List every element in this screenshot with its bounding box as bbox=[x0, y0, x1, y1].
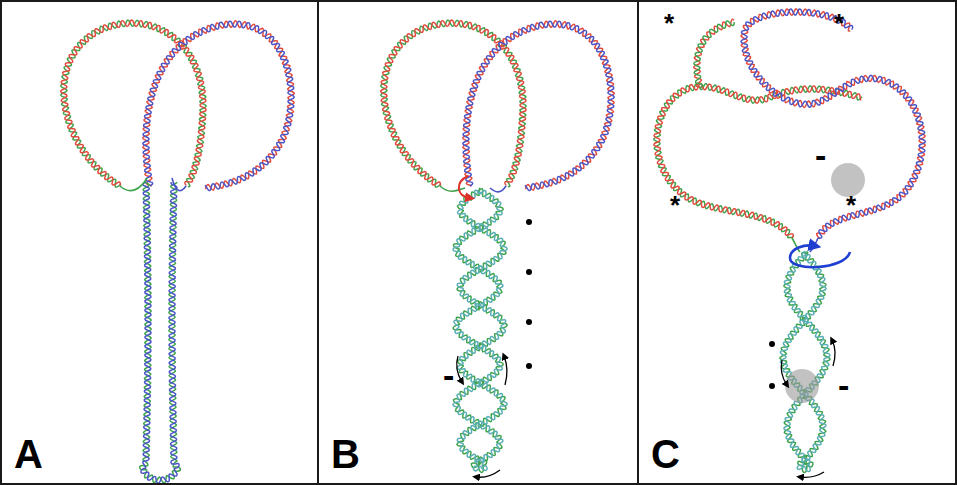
panel-frame: B bbox=[317, 0, 639, 485]
supercoil-sign: - bbox=[838, 368, 849, 402]
dna-strand bbox=[143, 21, 294, 190]
dna-strand bbox=[453, 188, 507, 473]
break-asterisk: * bbox=[846, 192, 856, 218]
panel-frame: C bbox=[637, 0, 957, 485]
dna-strand bbox=[780, 251, 829, 471]
panel-letter: B bbox=[331, 432, 360, 477]
dna-strand bbox=[741, 9, 925, 238]
supercoil-sign: - bbox=[443, 358, 454, 392]
dna-strand bbox=[780, 252, 830, 473]
panel-frame: A bbox=[0, 0, 319, 485]
dna-strand bbox=[654, 84, 861, 238]
dna-strand bbox=[463, 21, 614, 190]
dna-strand bbox=[741, 9, 925, 239]
dna-strand bbox=[143, 21, 294, 190]
panel-letter: A bbox=[14, 432, 43, 477]
dna-strand bbox=[453, 190, 507, 471]
panel-letter: C bbox=[651, 432, 680, 477]
dna-strand bbox=[694, 21, 734, 88]
dna-strand bbox=[141, 182, 179, 483]
break-asterisk: * bbox=[664, 10, 674, 36]
dna-strand bbox=[140, 182, 181, 483]
dna-strand bbox=[694, 19, 734, 87]
break-asterisk: * bbox=[834, 10, 844, 36]
dna-strand bbox=[654, 84, 862, 238]
break-asterisk: * bbox=[670, 192, 680, 218]
dna-strand bbox=[463, 21, 614, 190]
supercoil-sign: - bbox=[815, 138, 826, 172]
